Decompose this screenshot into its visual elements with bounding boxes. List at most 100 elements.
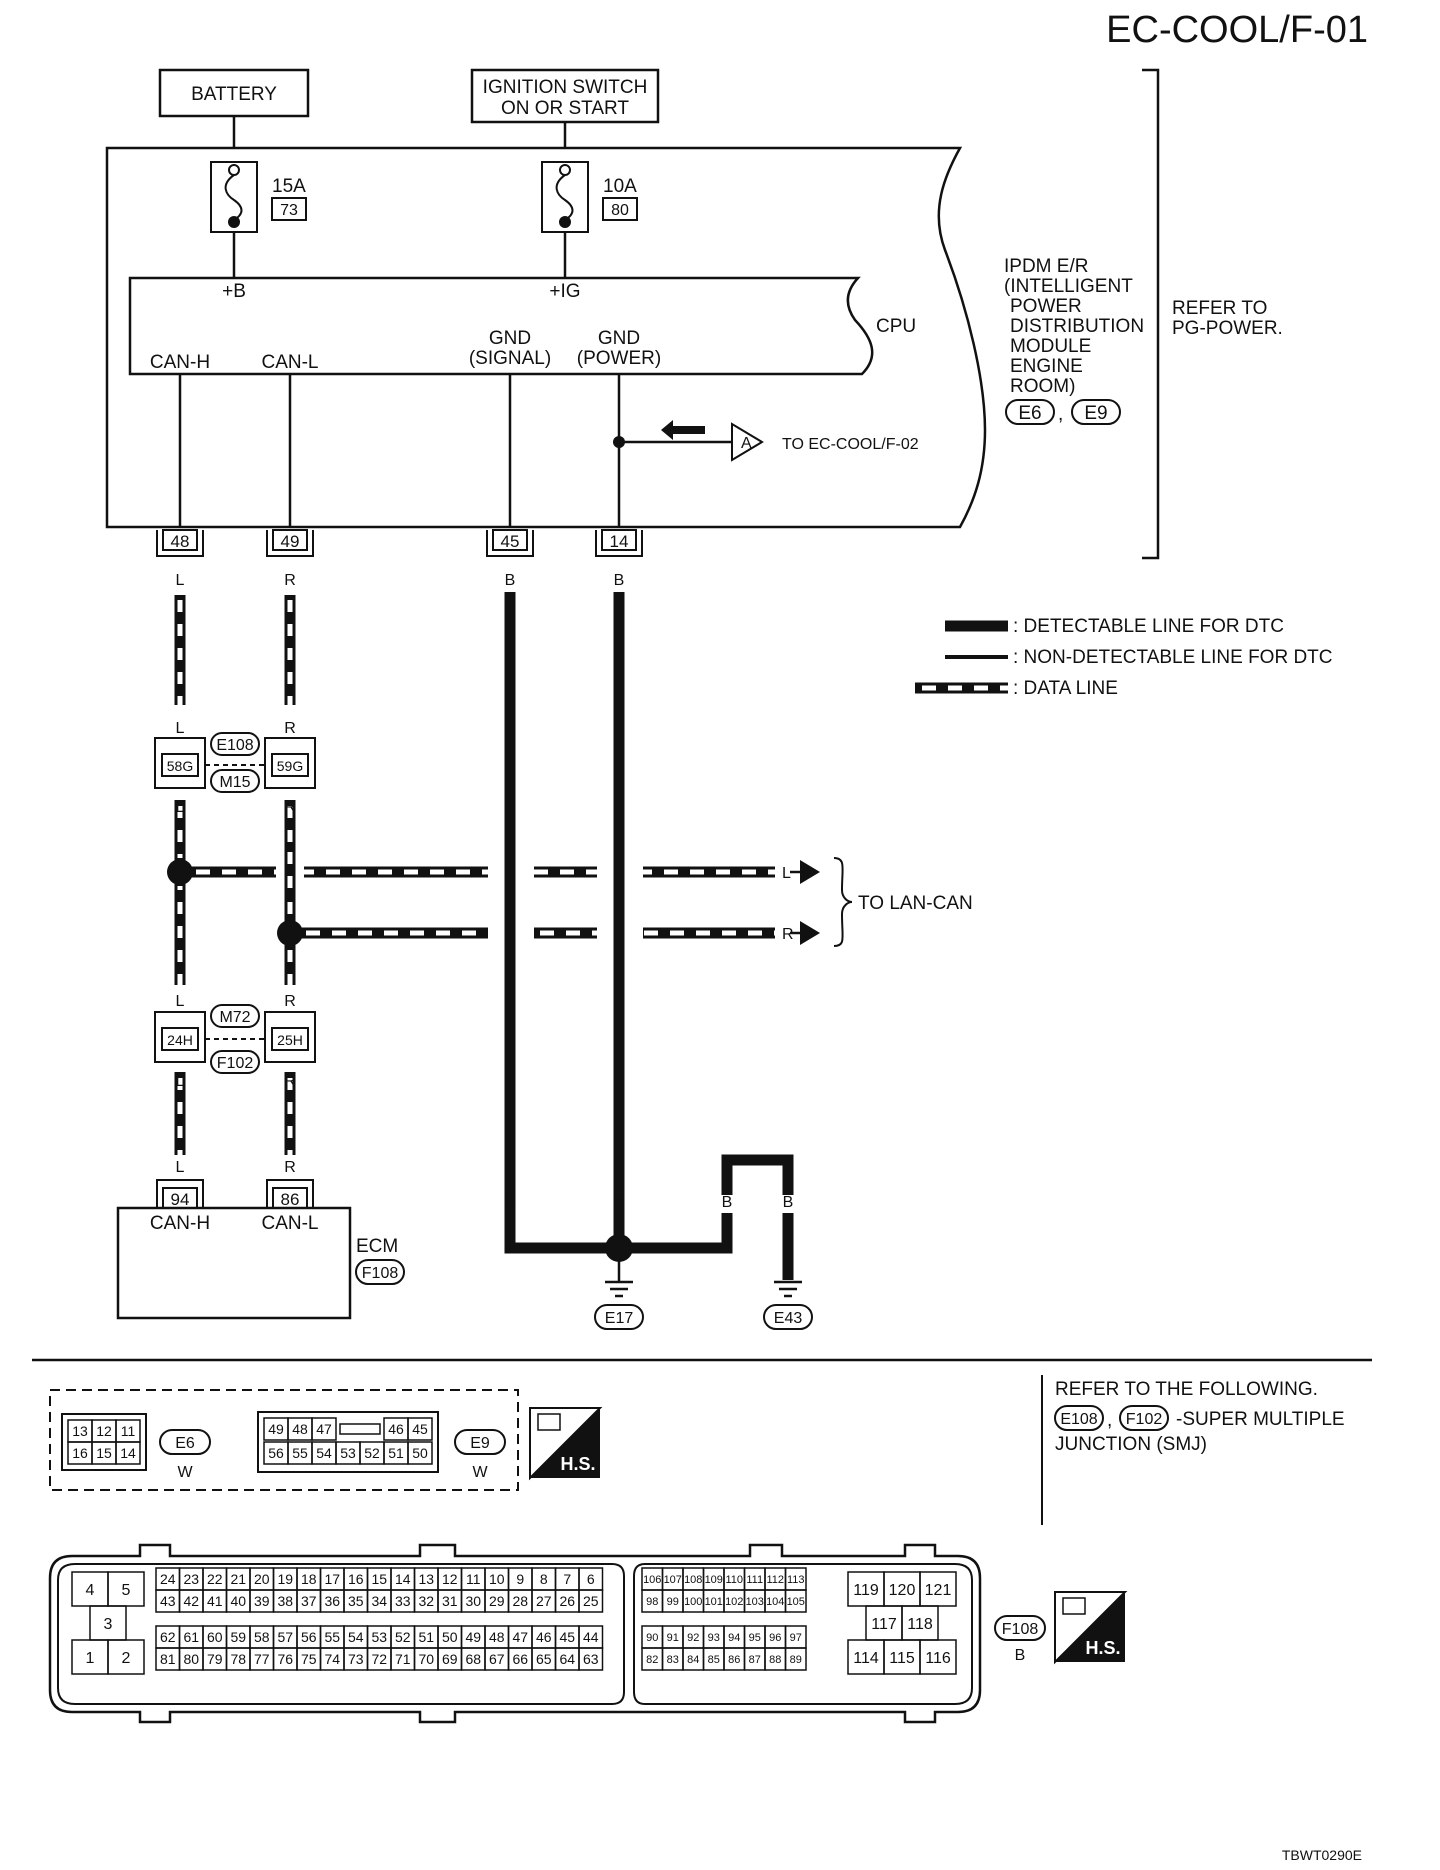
connector-pin: 15 (96, 1445, 112, 1461)
junction-pin-58g: 58G (167, 758, 193, 774)
connector-pin: 50 (412, 1445, 428, 1461)
battery-label: BATTERY (191, 84, 277, 105)
fuse-10a: 10A 80 (541, 161, 638, 233)
connector-pin: 104 (766, 1596, 784, 1608)
connector-pin: 59 (230, 1629, 246, 1645)
connector-pin: 4 (86, 1582, 95, 1599)
connector-pin: 87 (749, 1654, 761, 1666)
ipdm-name-line: ENGINE (1010, 356, 1083, 377)
to-lan-can-label: TO LAN-CAN (858, 893, 973, 914)
connector-pin: 55 (324, 1629, 340, 1645)
svg-text:R: R (284, 799, 296, 816)
svg-text:B: B (783, 1194, 794, 1211)
connector-pin: 44 (583, 1629, 599, 1645)
connector-pin: 14 (120, 1445, 136, 1461)
connector-pin: 102 (725, 1596, 743, 1608)
connector-pin: 81 (160, 1651, 176, 1667)
to-ec-cool-f02-label: TO EC-COOL/F-02 (782, 436, 919, 453)
svg-text:B: B (505, 1194, 516, 1211)
svg-text:L: L (176, 993, 185, 1010)
legend-data-line: : DATA LINE (1013, 678, 1118, 699)
connector-pin: 60 (207, 1629, 223, 1645)
connector-pin: 53 (340, 1445, 356, 1461)
connector-pin: 71 (395, 1651, 411, 1667)
ecm-pin-86: 86 (266, 1179, 314, 1209)
connector-pin: 98 (646, 1596, 658, 1608)
can-l-splice (277, 920, 303, 946)
ecm-label: ECM (356, 1236, 398, 1257)
connector-pin: 39 (254, 1593, 270, 1609)
junction-conn-f102: F102 (217, 1055, 254, 1072)
connector-pin: 40 (230, 1593, 246, 1609)
connector-pin: 33 (395, 1593, 411, 1609)
svg-text:B: B (722, 1194, 733, 1211)
gnd-power-label-1: GND (598, 328, 640, 349)
ipdm-pin-14: 14 (595, 529, 643, 557)
ipdm-connector-panel (49, 1389, 519, 1491)
refer-to-line2: PG-POWER. (1172, 318, 1283, 339)
ipdm-name-line: MODULE (1010, 336, 1091, 357)
connector-pin: 2 (122, 1650, 131, 1667)
svg-text:R: R (284, 720, 296, 737)
connector-pin: 106 (643, 1574, 661, 1586)
ipdm-pin-45: 45 (486, 529, 534, 557)
connector-pin: 115 (889, 1650, 915, 1667)
connector-pin: 72 (371, 1651, 387, 1667)
connector-pin: 55 (292, 1445, 308, 1461)
connector-pin: 47 (512, 1629, 528, 1645)
connector-e9-color: W (472, 1464, 488, 1481)
junction-pin-59g: 59G (277, 758, 303, 774)
connector-pin: 45 (412, 1421, 428, 1437)
connector-pin: 65 (536, 1651, 552, 1667)
fuse-10a-number: 80 (611, 202, 629, 219)
legend: : DETECTABLE LINE FOR DTC : NON-DETECTAB… (915, 616, 1333, 699)
svg-text:L: L (176, 1159, 185, 1176)
connector-pin: 10 (489, 1571, 505, 1587)
connector-pin: 79 (207, 1651, 223, 1667)
connector-pin: 76 (277, 1651, 293, 1667)
connector-pin: 74 (324, 1651, 340, 1667)
connector-pin: 31 (442, 1593, 458, 1609)
connector-pin: 121 (925, 1582, 952, 1599)
connector-pin: 109 (705, 1574, 723, 1586)
connector-pin: 6 (587, 1571, 595, 1587)
harness-side-icon: H.S. (1054, 1591, 1128, 1665)
connector-pin: 27 (536, 1593, 552, 1609)
plus-ig-label: +IG (549, 281, 580, 302)
connector-pin: 3 (104, 1616, 113, 1633)
connector-pin: 34 (371, 1593, 387, 1609)
smj-junction-e108-m15: L R 58G 59G E108 M15 L R (154, 720, 316, 816)
wire-color-b: B (614, 572, 625, 589)
connector-pin: 101 (705, 1596, 723, 1608)
connector-pin: 108 (684, 1574, 702, 1586)
connector-pin: 85 (708, 1654, 720, 1666)
connector-pin: 107 (664, 1574, 682, 1586)
connector-pin: 32 (418, 1593, 434, 1609)
connector-pin: 88 (769, 1654, 781, 1666)
connector-pin: 100 (684, 1596, 702, 1608)
connector-pin: 54 (316, 1445, 332, 1461)
svg-text:L: L (176, 1073, 185, 1090)
connector-pin: 50 (442, 1629, 458, 1645)
svg-text:B: B (614, 1194, 625, 1211)
connector-pin: 78 (230, 1651, 246, 1667)
connector-pin: 99 (667, 1596, 679, 1608)
connector-pin: 41 (207, 1593, 223, 1609)
connector-pin: 119 (853, 1582, 879, 1599)
connector-pin: 29 (489, 1593, 505, 1609)
connector-pin: 118 (907, 1616, 933, 1633)
ipdm-connector-e6: E6 (1018, 403, 1041, 424)
connector-pin: 11 (121, 1423, 136, 1439)
connector-f108-housing (48, 1543, 982, 1724)
connector-pin: 18 (301, 1571, 317, 1587)
connector-pin: 86 (728, 1654, 740, 1666)
svg-text:L: L (176, 799, 185, 816)
connector-pin: 95 (749, 1632, 761, 1644)
svg-text:14: 14 (610, 532, 629, 551)
connector-pin: 37 (301, 1593, 317, 1609)
connector-pin: 20 (254, 1571, 270, 1587)
lan-can-r-line: R (290, 921, 820, 945)
connector-pin: 62 (160, 1629, 176, 1645)
connector-pin: 80 (183, 1651, 199, 1667)
